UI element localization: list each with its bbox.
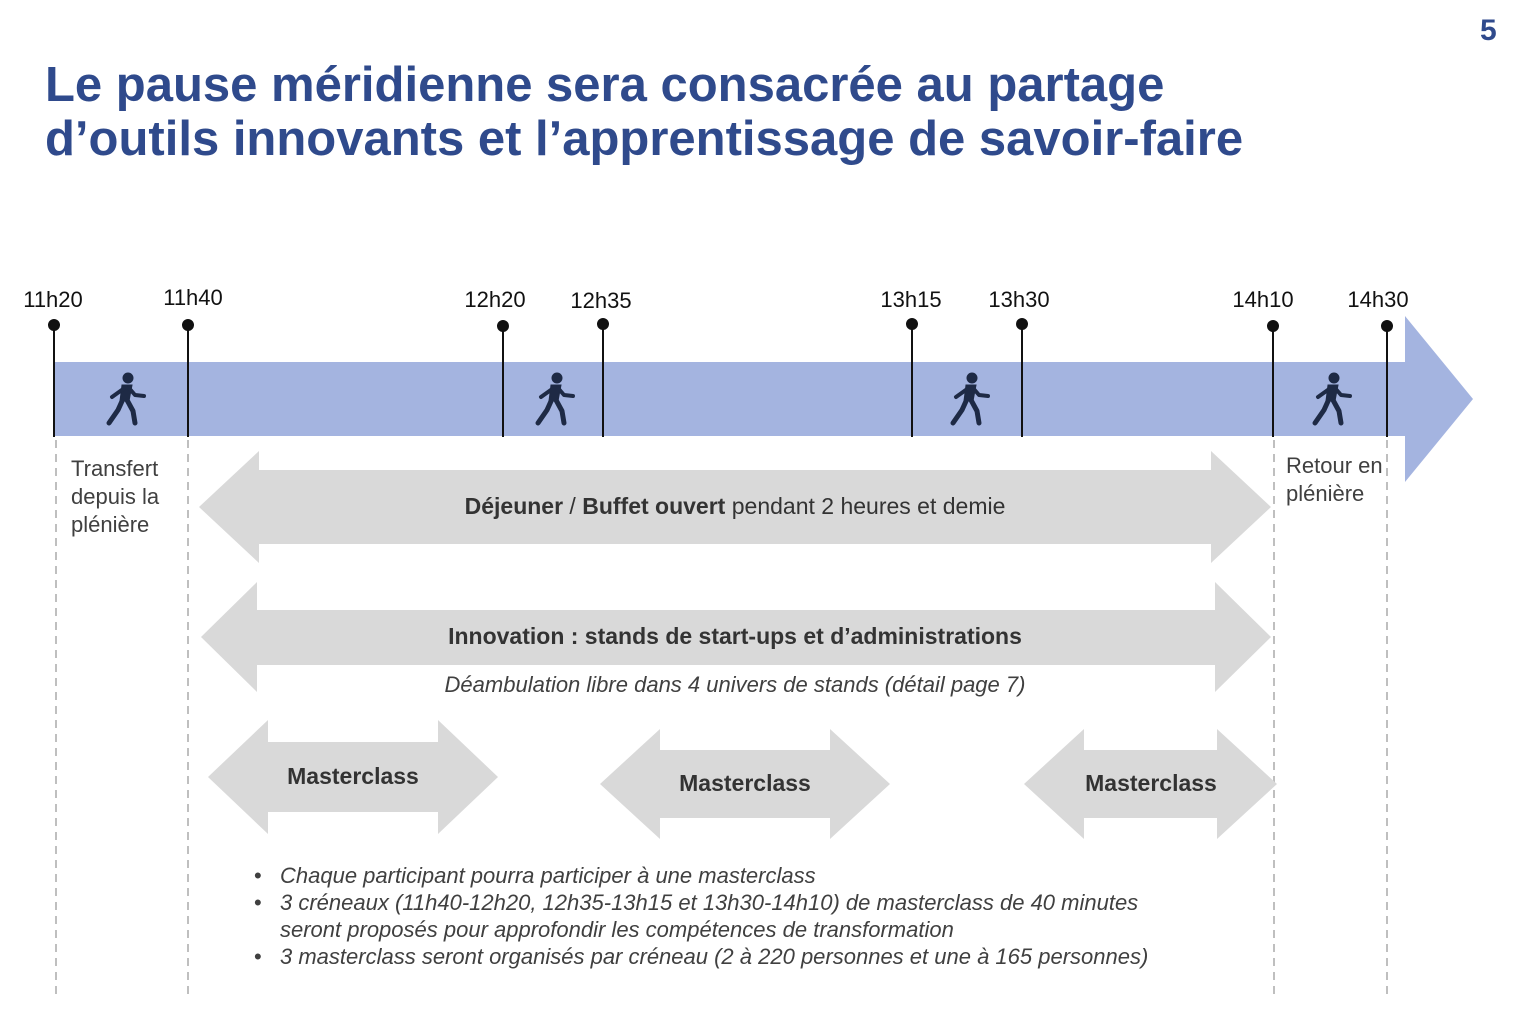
title-line-1: Le pause méridienne sera consacrée au pa…: [45, 58, 1165, 112]
time-label-12h20: 12h20: [464, 287, 526, 312]
marker-12h35: [597, 318, 609, 437]
transfer-note: Transfert depuis la plénière: [71, 456, 160, 537]
time-label-13h30: 13h30: [988, 287, 1050, 312]
masterclass-arrow-1: [208, 720, 498, 834]
masterclass-arrow-2: [600, 729, 890, 839]
lunch-double-arrow: [199, 451, 1271, 563]
title-line-2: d’outils innovants et l’apprentissage de…: [45, 112, 1244, 166]
masterclass-label-3: Masterclass: [1051, 770, 1251, 797]
time-markers: [48, 318, 1393, 437]
marker-12h20: [497, 320, 509, 437]
lunch-label: Déjeuner / Buffet ouvert pendant 2 heure…: [300, 493, 1170, 520]
lunch-label-bold-1: Déjeuner: [464, 493, 564, 519]
masterclass-arrow-3: [1024, 729, 1277, 839]
marker-11h20: [48, 319, 60, 437]
lunch-label-separator: /: [563, 493, 583, 519]
innovation-label-text: Innovation : stands de start-ups et d’ad…: [448, 623, 1022, 649]
guide-lines: [55, 440, 1388, 995]
innovation-sub-label: Déambulation libre dans 4 univers de sta…: [444, 672, 1026, 697]
time-label-11h20: 11h20: [23, 287, 83, 312]
innovation-double-arrow: [201, 582, 1271, 692]
timeline-band-arrow: [54, 316, 1473, 482]
time-label-11h40: 11h40: [163, 285, 223, 310]
list-item: 3 créneaux (11h40-12h20, 12h35-13h15 et …: [250, 889, 1170, 943]
time-label-14h30: 14h30: [1347, 287, 1409, 312]
time-label-12h35: 12h35: [570, 288, 632, 313]
innovation-label: Innovation : stands de start-ups et d’ad…: [300, 623, 1170, 650]
return-note: Retour en plénière: [1286, 453, 1383, 506]
masterclass-label-1: Masterclass: [253, 763, 453, 790]
lunch-label-bold-2: Buffet ouvert: [582, 493, 726, 519]
masterclass-label-1-text: Masterclass: [287, 763, 419, 789]
marker-11h40: [182, 319, 194, 437]
masterclass-notes-list: Chaque participant pourra participer à u…: [250, 862, 1170, 970]
marker-14h30: [1381, 320, 1393, 437]
list-item: 3 masterclass seront organisés par créne…: [250, 943, 1170, 970]
time-label-14h10: 14h10: [1232, 287, 1294, 312]
masterclass-label-2: Masterclass: [645, 770, 845, 797]
marker-13h15: [906, 318, 918, 437]
marker-13h30: [1016, 318, 1028, 437]
page-number: 5: [1480, 14, 1497, 47]
page-title: Le pause méridienne sera consacrée au pa…: [45, 58, 1425, 166]
masterclass-label-2-text: Masterclass: [679, 770, 811, 796]
list-item: Chaque participant pourra participer à u…: [250, 862, 1170, 889]
masterclass-label-3-text: Masterclass: [1085, 770, 1217, 796]
lunch-label-rest: pendant 2 heures et demie: [725, 493, 1006, 519]
marker-14h10: [1267, 320, 1279, 437]
time-label-13h15: 13h15: [880, 287, 942, 312]
